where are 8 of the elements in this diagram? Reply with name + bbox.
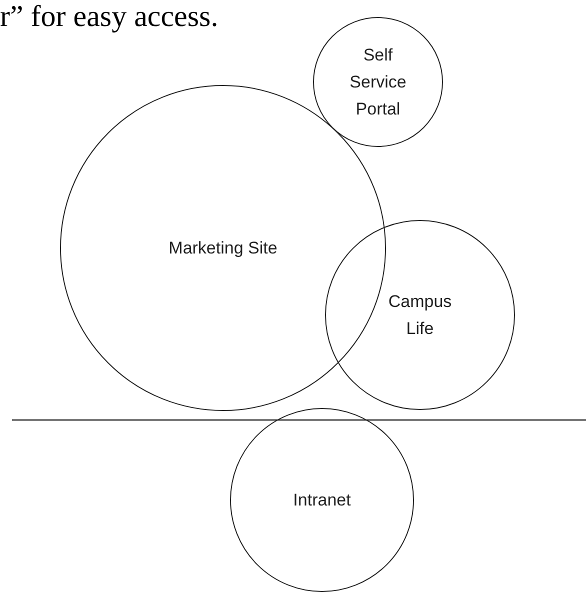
- node-label: Campus Life: [387, 291, 453, 340]
- circle-node: [313, 17, 443, 147]
- node-label: Marketing Site: [168, 238, 278, 260]
- node-label: Intranet: [292, 490, 352, 512]
- text-fragment: r” for easy access.: [0, 0, 218, 34]
- node-label: Self Service Portal: [348, 44, 408, 120]
- circle-node: [325, 220, 515, 410]
- circle-node: [230, 408, 414, 592]
